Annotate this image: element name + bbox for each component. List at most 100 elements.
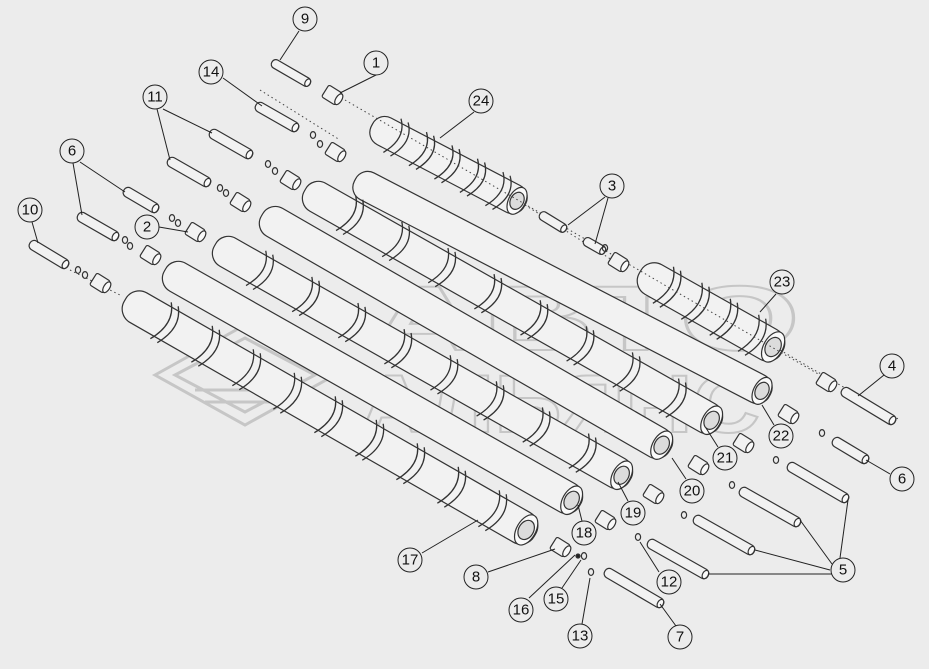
nut-3 — [607, 251, 630, 273]
callout-circle — [198, 59, 224, 85]
leader-line — [865, 459, 891, 475]
callout-label: 7 — [676, 629, 684, 646]
callout-circle — [142, 84, 168, 110]
retaining-ring — [74, 266, 82, 275]
callout-18: 18 — [571, 504, 597, 546]
callout-label: 9 — [301, 11, 309, 28]
callout-label: 1 — [372, 55, 380, 72]
callout-circle — [620, 500, 646, 526]
parts-group — [28, 59, 901, 609]
nut-4 — [815, 371, 838, 393]
retaining-ring — [587, 567, 595, 576]
leader-line — [439, 111, 475, 139]
callout-21: 21 — [705, 427, 738, 471]
callout-22: 22 — [761, 404, 794, 449]
callout-label: 23 — [774, 274, 791, 291]
leader-line — [759, 293, 777, 313]
callout-label: 12 — [661, 574, 678, 591]
roller-24 — [369, 115, 528, 215]
leader-line — [577, 504, 583, 522]
leader-line — [754, 549, 831, 571]
retaining-ring — [126, 242, 134, 251]
pin-3a — [538, 211, 568, 233]
callout-label: 11 — [147, 89, 163, 106]
pin-11b — [166, 156, 212, 188]
roller-20 — [258, 205, 674, 460]
callout-24: 24 — [439, 88, 494, 139]
callout-circle — [543, 586, 569, 612]
pin-7 — [603, 567, 665, 609]
nut-f — [89, 272, 112, 294]
callout-7: 7 — [659, 603, 693, 650]
pin-5c — [692, 514, 756, 556]
retaining-ring — [728, 481, 736, 490]
leader-line — [857, 374, 885, 397]
callout-circle — [363, 50, 389, 76]
callout-20: 20 — [671, 457, 705, 504]
nut-1 — [321, 84, 344, 106]
roller-18 — [161, 260, 584, 516]
nut-2 — [184, 221, 207, 243]
pin-10 — [28, 239, 70, 270]
retaining-ring — [580, 551, 588, 560]
leader-line — [279, 30, 300, 61]
center-line — [524, 204, 621, 266]
nut-21 — [732, 432, 755, 454]
leader-line — [561, 559, 582, 589]
leader-line — [421, 519, 479, 554]
roller-22 — [352, 170, 773, 405]
callout-circle — [768, 423, 794, 449]
callout-circle — [830, 557, 856, 583]
retaining-ring — [174, 219, 182, 228]
nut-18 — [594, 509, 617, 531]
retaining-ring — [222, 189, 230, 198]
callout-label: 10 — [22, 202, 39, 219]
callout-label: 17 — [402, 552, 419, 569]
pin-5a — [786, 461, 850, 504]
nut-b — [324, 141, 347, 163]
leader-line — [158, 226, 189, 233]
nut-20 — [687, 454, 710, 476]
callout-17: 17 — [397, 519, 479, 573]
callout-circle — [397, 547, 423, 573]
callout-19: 19 — [617, 481, 646, 526]
callout-circle — [679, 478, 705, 504]
callout-label: 6 — [898, 471, 906, 488]
retaining-ring — [271, 167, 279, 176]
callout-circle — [599, 173, 625, 199]
retaining-ring — [168, 214, 176, 223]
nut-8 — [549, 536, 572, 558]
callout-label: 21 — [717, 450, 734, 467]
leader-line — [487, 548, 556, 573]
callout-circle — [292, 6, 318, 32]
callout-label: 24 — [473, 93, 490, 110]
callout-label: 20 — [684, 483, 701, 500]
retaining-ring — [818, 429, 826, 438]
nut-c — [279, 169, 302, 191]
callout-label: 13 — [572, 628, 589, 645]
center-line — [779, 349, 901, 421]
callout-label: 15 — [548, 591, 565, 608]
retaining-ring — [772, 456, 780, 465]
callout-circle — [656, 569, 682, 595]
callout-5: 5 — [708, 499, 856, 583]
center-line — [344, 99, 821, 376]
callout-15: 15 — [543, 559, 582, 612]
callout-label: 6 — [68, 143, 76, 160]
callout-label: 3 — [608, 178, 616, 195]
callout-circle — [567, 623, 593, 649]
callout-label: 16 — [513, 602, 530, 619]
pin-6a — [122, 186, 160, 214]
retaining-ring — [216, 184, 224, 193]
callout-23: 23 — [759, 269, 795, 313]
roller-21 — [301, 180, 724, 436]
roller-19 — [211, 235, 634, 491]
leader-line — [567, 196, 606, 226]
leader-line — [339, 74, 377, 94]
callout-label: 22 — [773, 428, 790, 445]
retaining-ring — [264, 160, 272, 169]
leader-line — [659, 603, 677, 627]
callout-8: 8 — [463, 548, 556, 590]
pin-5d — [646, 538, 710, 580]
callout-6: 6 — [59, 138, 126, 216]
